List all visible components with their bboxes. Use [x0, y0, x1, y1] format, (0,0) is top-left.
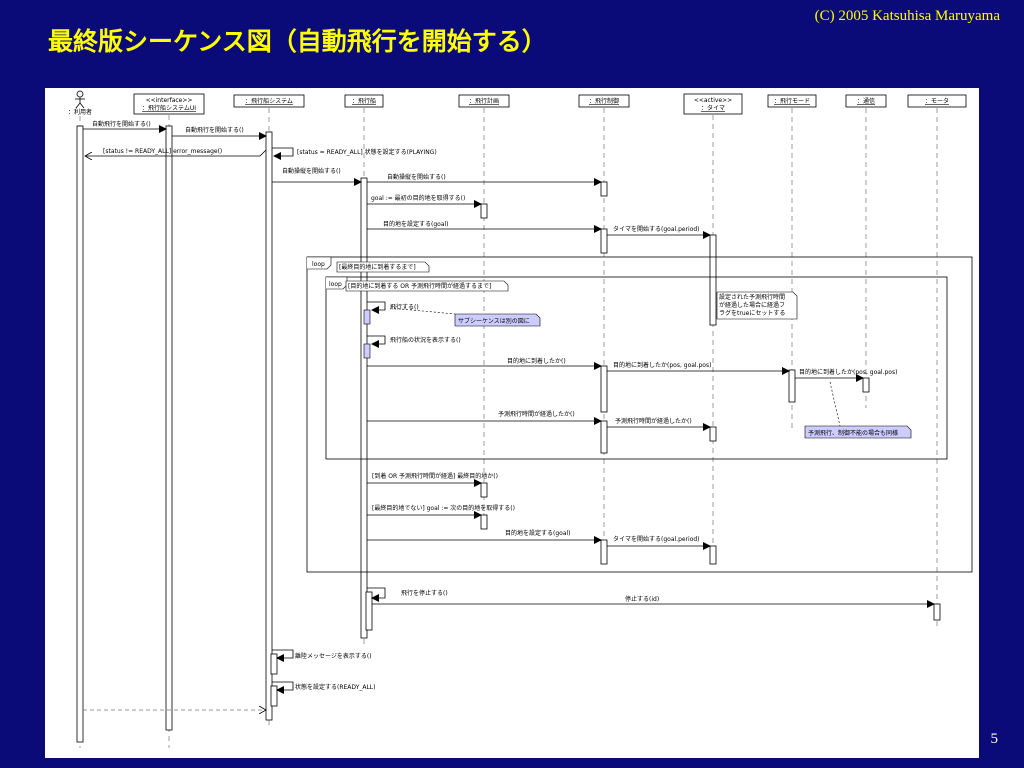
note-timer: 設定された予測飛行時間 が経過した場合に経過フ ラグをtrueにセットする — [716, 291, 798, 320]
participant-comm-label: ：通信 — [857, 97, 875, 105]
participant-control-label: ：飛行制御 — [589, 97, 619, 105]
msg-get-next-goal: [最終目的地でない] goal := 次の目的地を取得する() — [372, 504, 515, 512]
participant-motor-label: ：モータ — [925, 97, 949, 105]
participant-system-label: ：飛行船システム — [245, 97, 293, 105]
msg-time-elapsed-2: 予測飛行時間が経過したか() — [615, 417, 692, 425]
loop-outer-guard: [最終目的地に到着するまで] — [339, 263, 416, 271]
loop-fragment-inner: loop [目的地に到着する OR 予測飛行時間が経過するまで] — [325, 276, 948, 460]
message-arrows — [83, 125, 935, 694]
participant-plan: ：飛行計画 — [458, 94, 510, 108]
msg-set-goal-2: 目的地を設定する(goal) — [505, 529, 571, 537]
msg-set-state-ready: 状態を設定する(READY_ALL) — [295, 683, 376, 691]
participant-user-label: ：利用者 — [68, 108, 92, 116]
msg-time-elapsed-1: 予測飛行時間が経過したか() — [498, 410, 575, 418]
loop-outer-label: loop — [312, 261, 325, 268]
participant-plan-label: ：飛行計画 — [469, 97, 499, 105]
loop-inner-guard: [目的地に到着する OR 予測飛行時間が経過するまで] — [348, 282, 491, 290]
msg-stop-id: 停止する(id) — [625, 595, 659, 603]
msg-error-message: [status != READY_ALL] error_message() — [103, 148, 222, 155]
msg-fly: 飛行する() — [390, 303, 419, 311]
note-mode: 予測飛行、制御不能の場合も同様 — [804, 381, 912, 439]
participant-ui-label: ：飛行船システムUI — [142, 104, 196, 112]
sequence-diagram: ：利用者 <<interface>> ：飛行船システムUI ：飛行船システム ：… — [45, 88, 979, 758]
msg-start-auto-flight-2: 自動飛行を開始する() — [185, 126, 244, 134]
page-number: 5 — [990, 731, 999, 747]
msg-get-first-goal: goal := 最初の目的地を取得する() — [371, 194, 465, 202]
note-timer-line-3: ラグをtrueにセットする — [719, 309, 785, 317]
participant-motor: ：モータ — [907, 94, 967, 108]
note-sub-sequence: サブシーケンスは別の図に — [389, 307, 541, 327]
participant-ui: <<interface>> ：飛行船システムUI — [133, 93, 205, 115]
msg-start-autopilot-1: 自動操縦を開始する() — [282, 167, 341, 175]
participant-comm: ：通信 — [845, 94, 887, 108]
activations — [76, 125, 941, 743]
note-mode-text: 予測飛行、制御不能の場合も同様 — [808, 429, 898, 437]
slide-title: 最終版シーケンス図（自動飛行を開始する） — [48, 27, 547, 56]
msg-stop-flight: 飛行を停止する() — [401, 589, 448, 597]
participant-ui-stereotype: <<interface>> — [146, 97, 193, 104]
note-timer-line-1: 設定された予測飛行時間 — [719, 293, 785, 301]
msg-start-timer-2: タイマを開始する(goal.period) — [613, 535, 700, 543]
note-sub-sequence-text: サブシーケンスは別の図に — [458, 317, 530, 325]
msg-start-timer-1: タイマを開始する(goal.period) — [613, 225, 700, 233]
note-timer-line-2: が経過した場合に経過フ — [719, 301, 785, 309]
msg-set-goal-1: 目的地を設定する(goal) — [383, 220, 449, 228]
participant-control: ：飛行制御 — [578, 94, 630, 108]
msg-start-auto-flight-1: 自動飛行を開始する() — [92, 120, 151, 128]
participant-mode: ：飛行モード — [767, 94, 817, 108]
participant-system: ：飛行船システム — [233, 94, 305, 108]
msg-start-autopilot-2: 自動操縦を開始する() — [387, 173, 446, 181]
loop-inner-label: loop — [329, 281, 342, 288]
loop-fragment-outer: loop [最終目的地に到着するまで] — [306, 256, 973, 573]
participant-timer-label: ：タイマ — [701, 104, 725, 112]
msg-arrived-1: 目的地に到着したか() — [507, 357, 566, 365]
msg-show-takeoff-message: 離陸メッセージを表示する() — [295, 652, 372, 660]
participant-user: ：利用者 — [68, 90, 92, 116]
copyright-notice: (C) 2005 Katsuhisa Maruyama — [814, 8, 1000, 24]
participant-timer-stereotype: <<active>> — [694, 97, 732, 104]
participant-mode-label: ：飛行モード — [774, 97, 810, 105]
msg-set-state-playing: [status = READY_ALL] 状態を設定する(PLAYING) — [297, 148, 437, 156]
msg-arrived-3: 目的地に到着したか(pos, goal.pos) — [799, 368, 897, 376]
participant-ship: ：飛行船 — [344, 94, 384, 108]
msg-is-final-goal: [到着 OR 予測飛行時間が経過] 最終目的地か() — [372, 472, 498, 480]
activations-sub — [363, 309, 371, 359]
participant-timer: <<active>> ：タイマ — [683, 93, 743, 115]
participant-ship-label: ：飛行船 — [352, 97, 376, 105]
msg-arrived-2: 目的地に到着したか(pos, goal.pos) — [613, 361, 711, 369]
msg-show-status: 飛行船の状況を表示する() — [390, 336, 461, 344]
